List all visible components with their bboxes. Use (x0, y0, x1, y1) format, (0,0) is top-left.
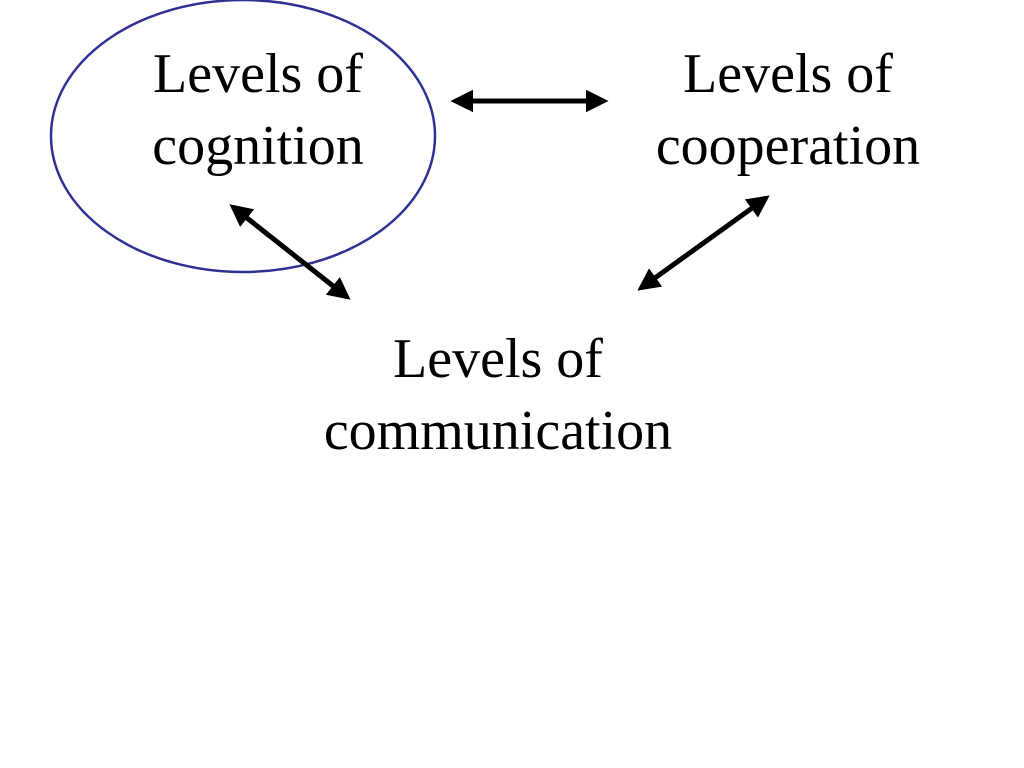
node-cooperation: Levels of cooperation (628, 38, 948, 182)
node-cooperation-line1: Levels of (683, 43, 893, 105)
arrow-cognition-communication (229, 204, 351, 300)
node-cognition: Levels of cognition (98, 38, 418, 182)
node-cognition-line1: Levels of (153, 43, 363, 105)
node-communication: Levels of communication (278, 323, 718, 467)
node-cognition-line2: cognition (152, 115, 364, 177)
node-communication-line2: communication (323, 400, 673, 462)
node-communication-line1: Levels of (393, 328, 603, 390)
node-cooperation-line2: cooperation (655, 115, 921, 177)
arrow-cooperation-communication (637, 195, 770, 291)
